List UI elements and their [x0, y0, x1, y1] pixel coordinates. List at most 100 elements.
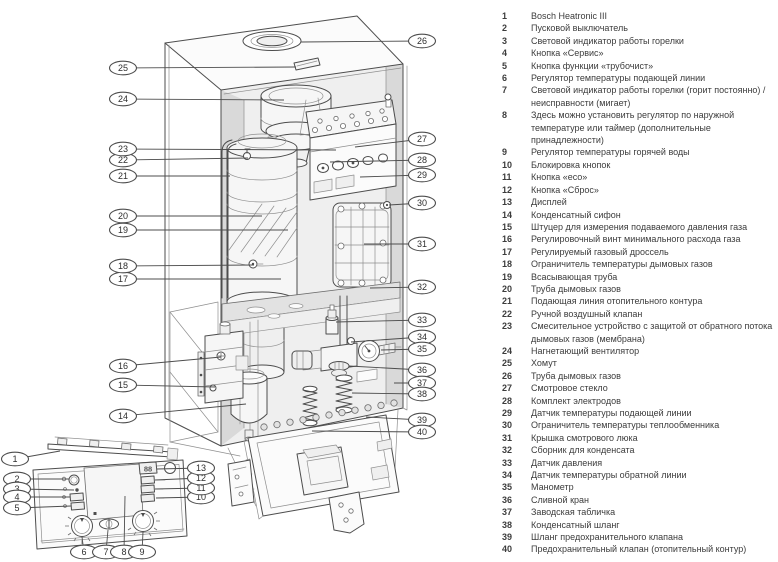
- eco-button[interactable]: [140, 484, 155, 494]
- callout-37: 37: [394, 375, 437, 391]
- chimney-sweep-button[interactable]: [70, 501, 85, 511]
- legend-item-number: 25: [502, 358, 513, 369]
- legend-item-number: 38: [502, 519, 513, 530]
- callout-23: 23: [108, 141, 337, 157]
- svg-text:32: 32: [417, 282, 427, 292]
- legend-item-number: 36: [502, 494, 513, 505]
- legend-item-number: 13: [502, 197, 513, 208]
- safety-valve-hose: [302, 385, 318, 427]
- svg-text:7: 7: [103, 547, 108, 557]
- legend-item-number: 23: [502, 321, 513, 332]
- svg-text:39: 39: [417, 415, 427, 425]
- legend-item-number: 1: [502, 11, 508, 21]
- legend-item-text: Bosch Heatronic III: [531, 11, 608, 21]
- callout-9: 9: [127, 531, 157, 560]
- svg-text:3: 3: [14, 484, 19, 494]
- legend-item-number: 30: [502, 420, 513, 431]
- callout-34: 34: [350, 329, 437, 345]
- callout-4: 4: [2, 489, 70, 505]
- legend-item-text: Хомут: [531, 358, 557, 369]
- legend-item-text: Ограничитель температуры дымовых газов: [531, 259, 713, 270]
- callout-13: 13: [156, 460, 216, 476]
- legend-item-text: Датчик температуры подающей линии: [531, 408, 692, 418]
- callout-21: 21: [108, 168, 230, 184]
- oval-button[interactable]: [99, 518, 119, 530]
- legend-item-number: 35: [502, 482, 513, 493]
- legend-item-text: Заводская табличка: [531, 507, 616, 518]
- callout-38: 38: [351, 386, 437, 402]
- legend-item: 8 Здесь можно установить регулятор по нар…: [497, 109, 775, 146]
- legend-item-number: 16: [502, 234, 513, 245]
- svg-text:1: 1: [12, 454, 17, 464]
- legend-item-text: Дисплей: [531, 197, 567, 208]
- legend-item-number: 14: [502, 209, 513, 220]
- legend-item-number: 8: [502, 110, 508, 121]
- callout-12: 12: [154, 470, 216, 486]
- svg-text:30: 30: [417, 198, 427, 208]
- svg-text:4: 4: [14, 492, 19, 502]
- legend-item-text: Ручной воздушный клапан: [531, 308, 643, 319]
- bottom-tray: [227, 414, 400, 534]
- clamp: [293, 57, 321, 71]
- legend-item-number: 31: [502, 432, 513, 443]
- legend-item-text: Датчик температуры обратной линии: [531, 470, 687, 481]
- legend-item-text: Шланг предохранительного клапана: [531, 532, 683, 543]
- display: [138, 461, 158, 475]
- legend-item-text: Манометр: [531, 482, 574, 493]
- legend-item: 1 Bosch Heatronic III: [497, 10, 775, 22]
- burner-box: [305, 93, 397, 201]
- svg-text:21: 21: [118, 171, 128, 181]
- legend-item-text: Кнопка «Сброс»: [531, 184, 599, 195]
- callout-5: 5: [2, 500, 72, 516]
- callout-32: 32: [369, 279, 437, 295]
- legend-item-number: 9: [502, 147, 508, 158]
- callout-28: 28: [329, 152, 437, 168]
- svg-text:35: 35: [417, 344, 427, 354]
- burner-indicator: [75, 488, 79, 492]
- heating-temp-knob[interactable]: [65, 512, 97, 544]
- svg-text:20: 20: [118, 211, 128, 221]
- svg-text:29: 29: [417, 170, 427, 180]
- legend-item-number: 6: [502, 73, 508, 84]
- legend-item-text: Смесительное устройство с защитой от обр…: [531, 321, 773, 344]
- legend-item-number: 3: [502, 35, 508, 46]
- legend-item-text: Крышка смотрового люка: [531, 432, 638, 443]
- legend-item-text: Пусковой выключатель: [531, 23, 628, 34]
- hot-water-knob[interactable]: [127, 510, 160, 537]
- callout-33: 33: [335, 312, 437, 328]
- svg-text:27: 27: [417, 134, 427, 144]
- reset-button[interactable]: [140, 475, 155, 485]
- display-value: 88: [144, 465, 152, 474]
- legend-item-text: Кнопка «Сервис»: [531, 48, 604, 59]
- svg-text:13: 13: [196, 463, 206, 473]
- legend-item-text: Ограничитель температуры теплообменника: [531, 420, 720, 431]
- svg-text:22: 22: [118, 155, 128, 165]
- callout-6: 6: [69, 536, 99, 560]
- legend-item-text: Здесь можно установить регулятор по нару…: [531, 110, 735, 146]
- key-lock-button[interactable]: [140, 493, 155, 503]
- service-button[interactable]: [69, 492, 84, 502]
- svg-text:11: 11: [196, 483, 205, 493]
- svg-text:33: 33: [417, 315, 427, 325]
- legend-item-number: 27: [502, 383, 513, 394]
- legend-item-number: 17: [502, 246, 513, 257]
- callout-11: 11: [154, 480, 216, 496]
- legend-item-number: 37: [502, 507, 513, 518]
